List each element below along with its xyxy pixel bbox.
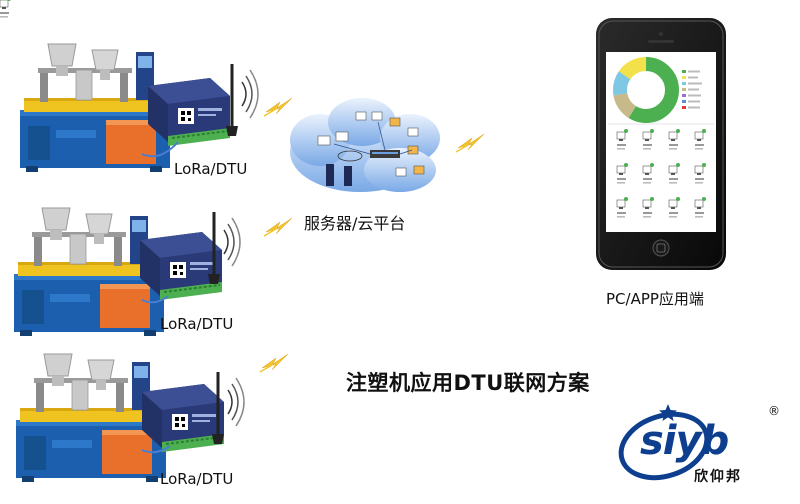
cable-line <box>141 141 179 158</box>
star-icon <box>659 404 677 421</box>
server-label: 服务器/云平台 <box>304 214 406 233</box>
page-title: 注塑机应用DTU联网方案 <box>346 371 590 395</box>
antenna-icon <box>206 210 242 286</box>
signal-bolt-icon <box>259 353 289 373</box>
screen-donut-chart <box>613 57 679 123</box>
cable-line <box>141 295 169 304</box>
screen-machine-grid <box>0 0 707 219</box>
signal-bolt-icon <box>263 97 293 117</box>
injection-machine-icon <box>19 43 171 173</box>
screen-legend <box>682 70 702 109</box>
cable-line <box>141 445 171 454</box>
client-label: PC/APP应用端 <box>606 290 704 308</box>
dtu-label: LoRa/DTU <box>160 470 234 488</box>
dtu-label: LoRa/DTU <box>160 315 234 333</box>
dtu-label: LoRa/DTU <box>174 160 248 178</box>
antenna-icon <box>210 370 246 446</box>
brand-chinese-name: 欣仰邦 <box>694 469 742 485</box>
registered-mark: ® <box>768 404 780 418</box>
brand-logo: siyb <box>640 418 729 464</box>
smartphone-icon <box>0 0 726 270</box>
signal-bolt-icon <box>455 133 485 153</box>
cloud-server-icon <box>290 98 440 192</box>
logo-emblem <box>618 404 710 481</box>
signal-bolt-icon <box>263 217 293 237</box>
antenna-icon <box>224 62 260 138</box>
